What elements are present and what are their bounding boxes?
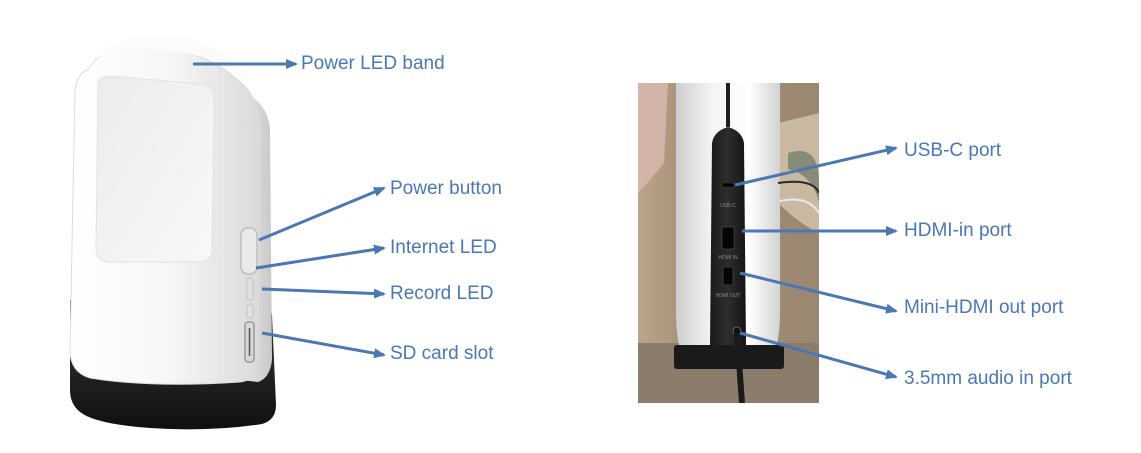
mini-hdmi-out-port (722, 266, 734, 286)
arrow-internet-led (255, 244, 386, 270)
front-panel (95, 75, 215, 263)
arrow-record-led (261, 287, 386, 299)
usb-c-marking: USB-C (720, 203, 736, 209)
record-led-label: Record LED (390, 283, 494, 304)
hdmi-in-port-label: HDMI-in port (904, 220, 1012, 241)
body-top (95, 35, 250, 80)
background-cable (777, 180, 819, 194)
mini-hdmi-out-port-label: Mini-HDMI out port (904, 297, 1064, 318)
arrow-mini-hdmi-out-port (739, 271, 898, 314)
arrow-power-button (258, 186, 386, 242)
internet-led (246, 277, 254, 301)
power-led-band-label: Power LED band (301, 53, 445, 74)
arrow-sd-card-slot (261, 331, 386, 359)
power-button (240, 227, 258, 275)
arrow-audio-in-port (739, 331, 898, 380)
usb-c-port (721, 182, 735, 188)
hdmi-out-marking: HDMI OUT (716, 293, 741, 299)
record-led (246, 303, 254, 319)
usb-c-port-label: USB-C port (904, 140, 1002, 161)
arrow-usb-c-port (734, 145, 898, 187)
sd-card-slot-label: SD card slot (390, 343, 494, 364)
device-body (69, 35, 272, 385)
audio-in-port-label: 3.5mm audio in port (904, 368, 1072, 389)
audio-cable (734, 332, 745, 403)
hdmi-in-marking: HDMI IN (718, 255, 738, 261)
power-button-label: Power button (390, 178, 502, 199)
right-device-photo: USB-C HDMI IN HDMI OUT (638, 83, 819, 403)
internet-led-label: Internet LED (390, 237, 497, 258)
tower-base (674, 345, 784, 369)
hdmi-in-port (721, 226, 735, 250)
